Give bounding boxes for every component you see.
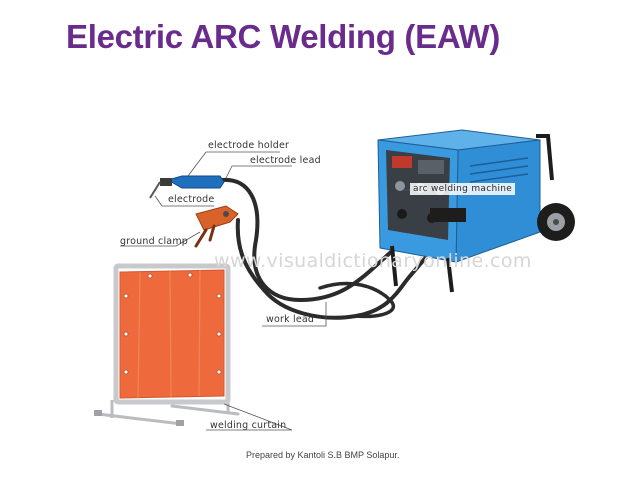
label-electrode-holder: electrode holder: [208, 140, 290, 151]
label-electrode-lead: electrode lead: [250, 155, 321, 166]
ground-clamp: [194, 205, 239, 248]
label-electrode: electrode: [168, 194, 215, 205]
label-ground-clamp: ground clamp: [120, 236, 189, 247]
label-arc-welding-machine: arc welding machine: [410, 183, 516, 195]
footer-credit: Prepared by Kantoli S.B BMP Solapur.: [246, 450, 400, 460]
label-welding-curtain: welding curtain: [210, 420, 287, 431]
welding-curtain: [94, 263, 240, 426]
label-work-lead: work lead: [266, 314, 315, 325]
arc-welding-machine: [377, 129, 575, 293]
watermark: www.visualdictionaryonline.com: [214, 250, 532, 272]
slide-title: Electric ARC Welding (EAW): [66, 18, 501, 55]
electrode-holder: [149, 175, 225, 199]
